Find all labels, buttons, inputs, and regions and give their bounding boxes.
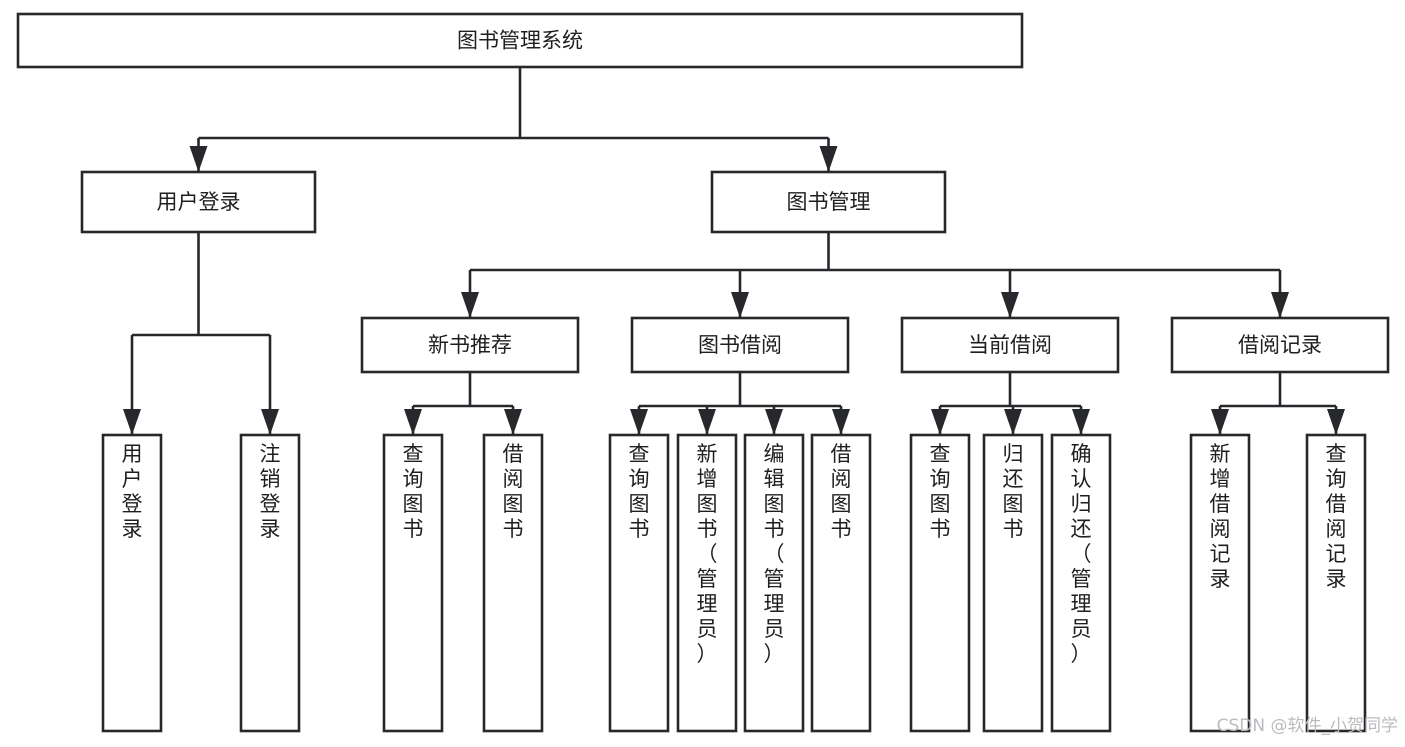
node-label: 查询图书 bbox=[629, 442, 650, 541]
node-box[interactable] bbox=[743, 433, 805, 733]
node-label: 编辑图书（管理员） bbox=[764, 442, 785, 666]
node-label: 归还图书 bbox=[1003, 442, 1024, 541]
node-leaf-1[interactable]: 注销登录 bbox=[239, 433, 301, 733]
module-3-children-arrow-0 bbox=[1211, 409, 1229, 435]
node-leaf-8[interactable]: 查询图书 bbox=[909, 433, 971, 733]
node-leaf-0[interactable]: 用户登录 bbox=[101, 433, 163, 733]
module-2-children-arrow-1 bbox=[1004, 409, 1022, 435]
node-leaf-9[interactable]: 归还图书 bbox=[982, 433, 1044, 733]
node-box[interactable] bbox=[239, 433, 301, 733]
connectors-layer bbox=[123, 67, 1345, 435]
nodes-layer: 图书管理系统用户登录图书管理新书推荐图书借阅当前借阅借阅记录用户登录注销登录查询… bbox=[16, 12, 1390, 733]
node-box[interactable] bbox=[80, 170, 317, 234]
node-box[interactable] bbox=[101, 433, 163, 733]
node-label: 用户登录 bbox=[122, 442, 143, 541]
module-3-children-arrow-1 bbox=[1327, 409, 1345, 435]
module-2-children-arrow-0 bbox=[931, 409, 949, 435]
node-leaf-11[interactable]: 新增借阅记录 bbox=[1189, 433, 1251, 733]
module-0-children-arrow-1 bbox=[504, 409, 522, 435]
node-box[interactable] bbox=[676, 433, 738, 733]
node-leaf-10[interactable]: 确认归还（管理员） bbox=[1050, 433, 1112, 733]
bookmgmt-children-arrow-2 bbox=[1001, 292, 1019, 318]
node-label: 注销登录 bbox=[260, 442, 281, 541]
node-leaf-3[interactable]: 借阅图书 bbox=[482, 433, 544, 733]
node-box[interactable] bbox=[1189, 433, 1251, 733]
module-1-children-arrow-1 bbox=[698, 409, 716, 435]
node-label: 确认归还（管理员） bbox=[1071, 442, 1092, 666]
node-label: 用户登录 bbox=[157, 190, 241, 214]
node-leaf-6[interactable]: 编辑图书（管理员） bbox=[743, 433, 805, 733]
node-box[interactable] bbox=[710, 170, 947, 234]
bookmgmt-children-arrow-1 bbox=[731, 292, 749, 318]
node-label: 查询借阅记录 bbox=[1326, 442, 1347, 591]
node-level2-1[interactable]: 图书借阅 bbox=[630, 316, 850, 374]
node-label: 新增借阅记录 bbox=[1210, 442, 1231, 591]
module-1-children-arrow-2 bbox=[765, 409, 783, 435]
node-level1-0[interactable]: 用户登录 bbox=[80, 170, 317, 234]
module-1-children-arrow-0 bbox=[630, 409, 648, 435]
node-leaf-2[interactable]: 查询图书 bbox=[382, 433, 444, 733]
node-label: 图书管理系统 bbox=[457, 29, 583, 53]
bookmgmt-children-arrow-0 bbox=[461, 292, 479, 318]
node-leaf-7[interactable]: 借阅图书 bbox=[810, 433, 872, 733]
node-label: 查询图书 bbox=[930, 442, 951, 541]
node-box[interactable] bbox=[810, 433, 872, 733]
node-box[interactable] bbox=[982, 433, 1044, 733]
node-level2-3[interactable]: 借阅记录 bbox=[1170, 316, 1390, 374]
csdn-watermark: CSDN @软件_小贺同学 bbox=[1217, 716, 1398, 736]
node-label: 图书管理 bbox=[787, 190, 871, 214]
node-box[interactable] bbox=[630, 316, 850, 374]
node-label: 借阅图书 bbox=[831, 442, 852, 541]
node-level2-0[interactable]: 新书推荐 bbox=[360, 316, 580, 374]
module-1-children-arrow-3 bbox=[832, 409, 850, 435]
node-label: 当前借阅 bbox=[968, 333, 1052, 357]
login-children-arrow-0 bbox=[123, 409, 141, 435]
module-0-children-arrow-0 bbox=[404, 409, 422, 435]
node-label: 查询图书 bbox=[403, 442, 424, 541]
node-box[interactable] bbox=[16, 12, 1024, 69]
node-box[interactable] bbox=[482, 433, 544, 733]
bookmgmt-children-arrow-3 bbox=[1271, 292, 1289, 318]
node-label: 图书借阅 bbox=[698, 333, 782, 357]
node-leaf-12[interactable]: 查询借阅记录 bbox=[1305, 433, 1367, 733]
root-to-level1-arrow-0 bbox=[189, 146, 208, 172]
root-to-level1-arrow-1 bbox=[819, 146, 838, 172]
node-box[interactable] bbox=[909, 433, 971, 733]
node-label: 借阅记录 bbox=[1238, 333, 1322, 357]
node-box[interactable] bbox=[608, 433, 670, 733]
node-level2-2[interactable]: 当前借阅 bbox=[900, 316, 1120, 374]
node-box[interactable] bbox=[900, 316, 1120, 374]
node-level1-1[interactable]: 图书管理 bbox=[710, 170, 947, 234]
module-2-children-arrow-2 bbox=[1072, 409, 1090, 435]
node-box[interactable] bbox=[1170, 316, 1390, 374]
node-box[interactable] bbox=[1305, 433, 1367, 733]
node-box[interactable] bbox=[360, 316, 580, 374]
login-children-arrow-1 bbox=[261, 409, 279, 435]
node-label: 新书推荐 bbox=[428, 333, 512, 357]
node-leaf-5[interactable]: 新增图书（管理员） bbox=[676, 433, 738, 733]
node-label: 借阅图书 bbox=[503, 442, 524, 541]
node-box[interactable] bbox=[1050, 433, 1112, 733]
node-label: 新增图书（管理员） bbox=[697, 442, 718, 666]
node-box[interactable] bbox=[382, 433, 444, 733]
node-leaf-4[interactable]: 查询图书 bbox=[608, 433, 670, 733]
node-root[interactable]: 图书管理系统 bbox=[16, 12, 1024, 69]
